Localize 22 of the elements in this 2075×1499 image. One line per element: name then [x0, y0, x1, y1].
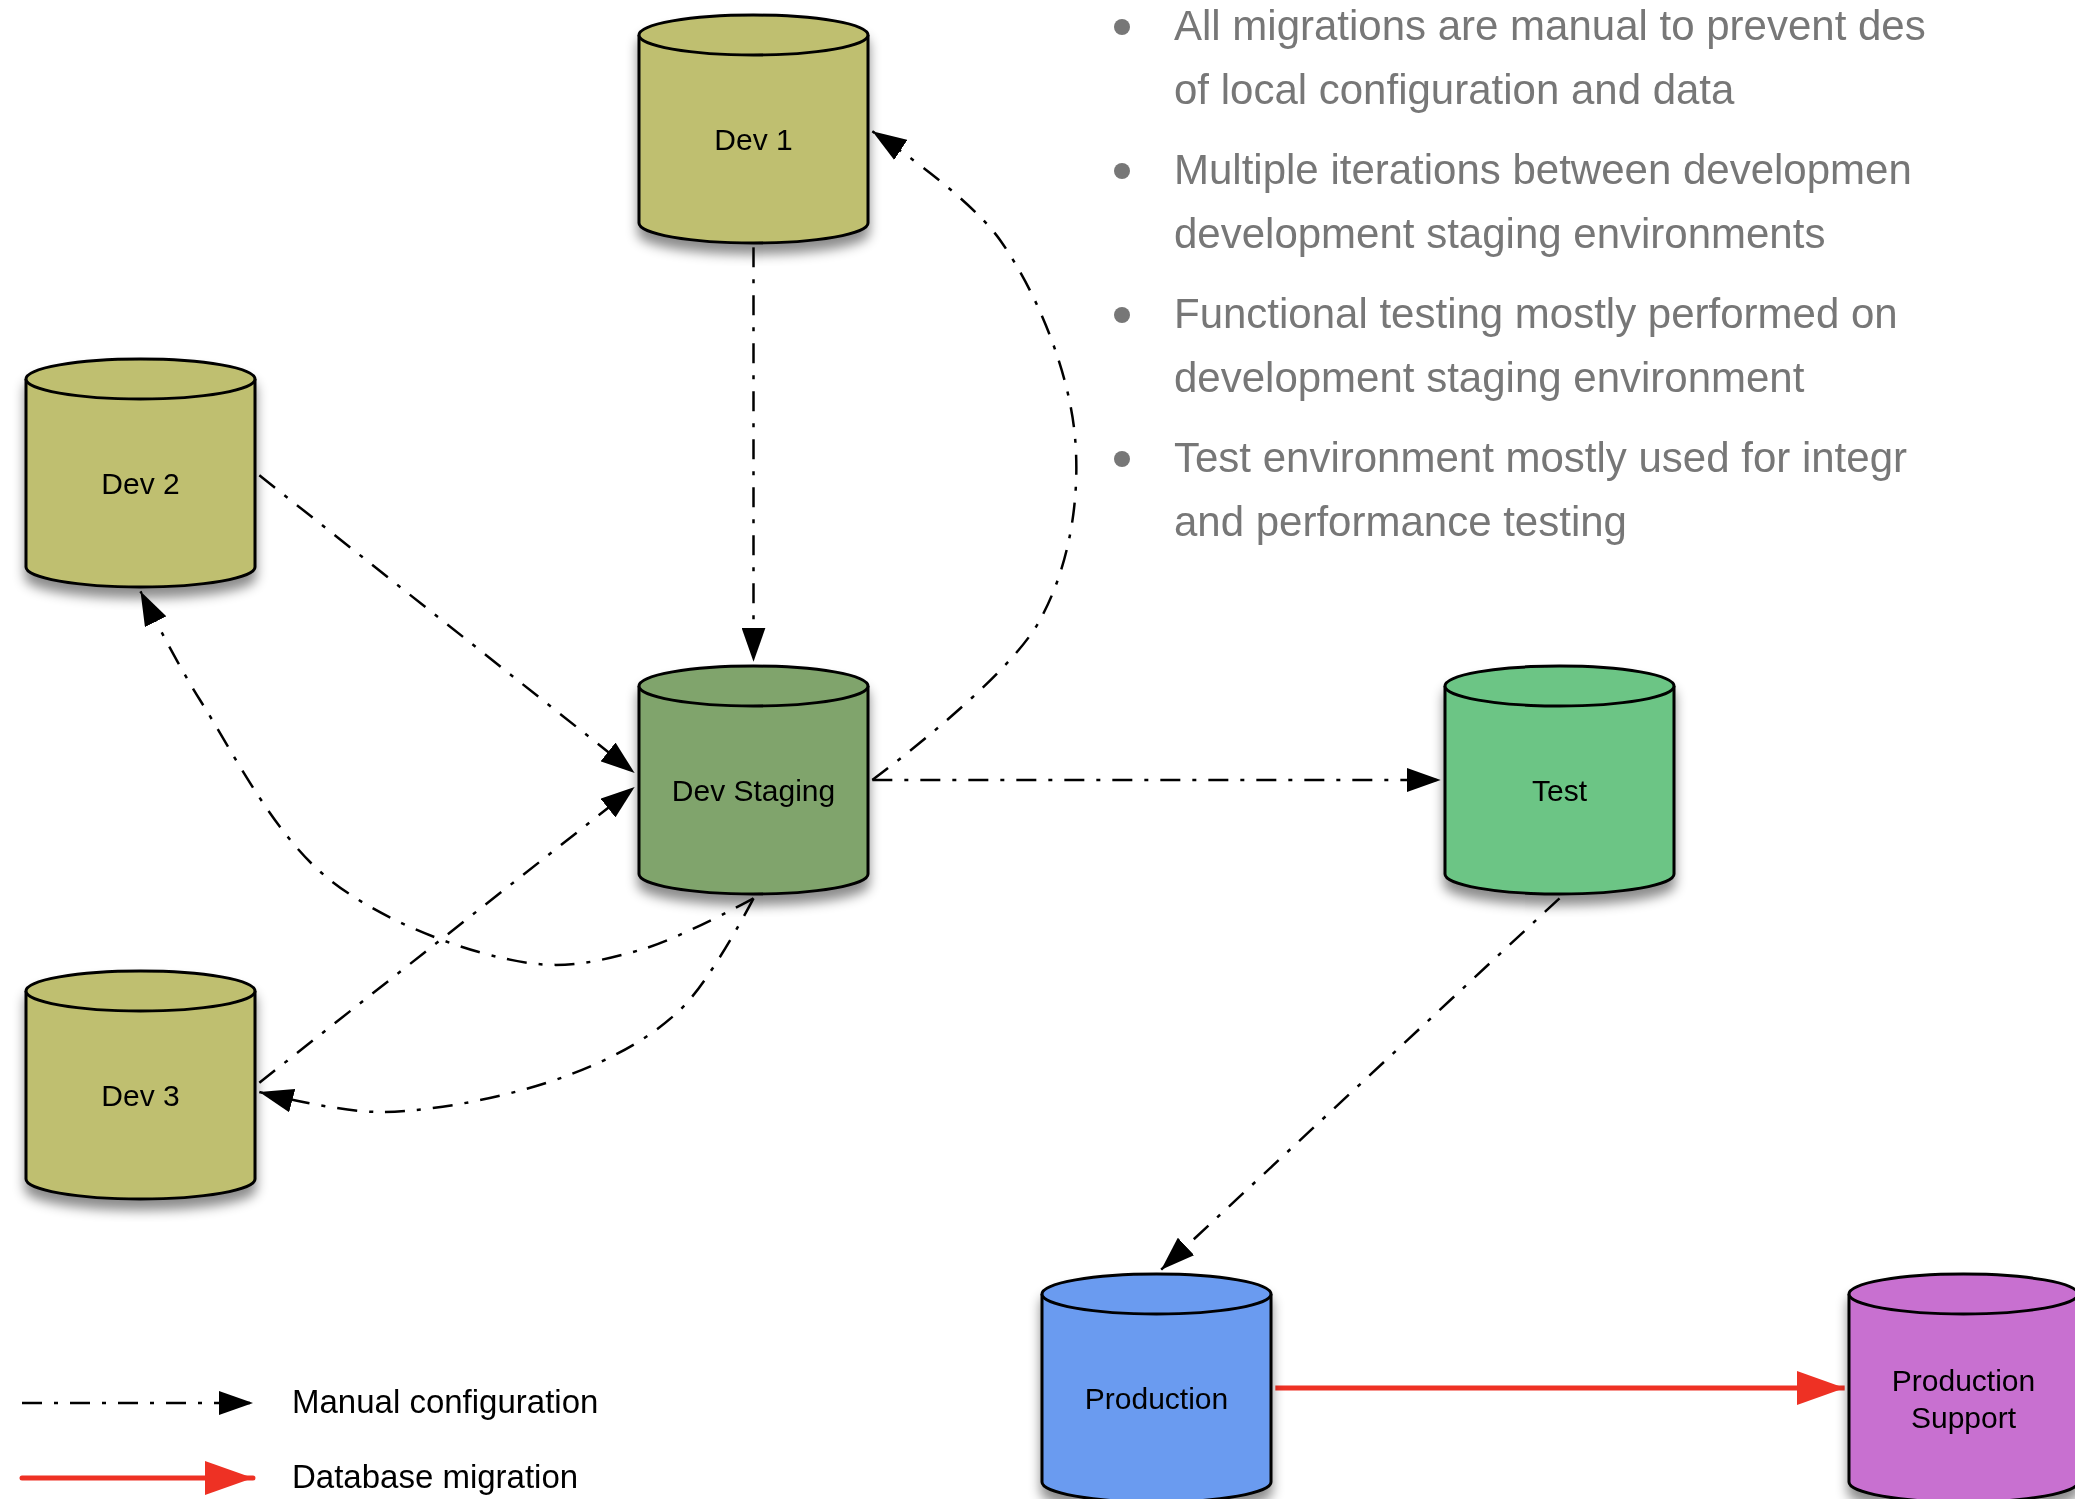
connector-arrow: [741, 247, 766, 662]
connector-arrow: [139, 590, 755, 967]
node-label: Production: [1084, 1381, 1229, 1418]
bullet-text: Multiple iterations between developmen development staging environments: [1110, 138, 1954, 266]
connector-arrow: [258, 785, 636, 1084]
node-label: Dev Staging: [671, 773, 836, 810]
node-label: Test: [1532, 773, 1587, 810]
legend-label: Database migration: [292, 1458, 579, 1496]
connector-arrow: [872, 768, 1441, 792]
connector-arrow: [1160, 897, 1561, 1271]
legend-label: Manual configuration: [292, 1383, 599, 1421]
node-label: Dev 3: [101, 1078, 180, 1115]
connector-arrow: [258, 474, 636, 774]
connector-arrow: [259, 897, 755, 1114]
node-label: Dev 2: [101, 466, 180, 503]
node-label: Production Support: [1890, 1362, 2037, 1436]
bullet-text: All migrations are manual to prevent des of local configuration and data: [1110, 0, 1954, 122]
bullet-text: Functional testing mostly performed on development staging environment: [1110, 282, 1954, 410]
node-label: Dev 1: [714, 122, 793, 159]
connector-arrow: [1275, 1371, 1845, 1405]
connector-arrow: [871, 130, 1078, 781]
bullet-text: Test environment mostly used for integr and performance testing: [1110, 426, 1954, 554]
